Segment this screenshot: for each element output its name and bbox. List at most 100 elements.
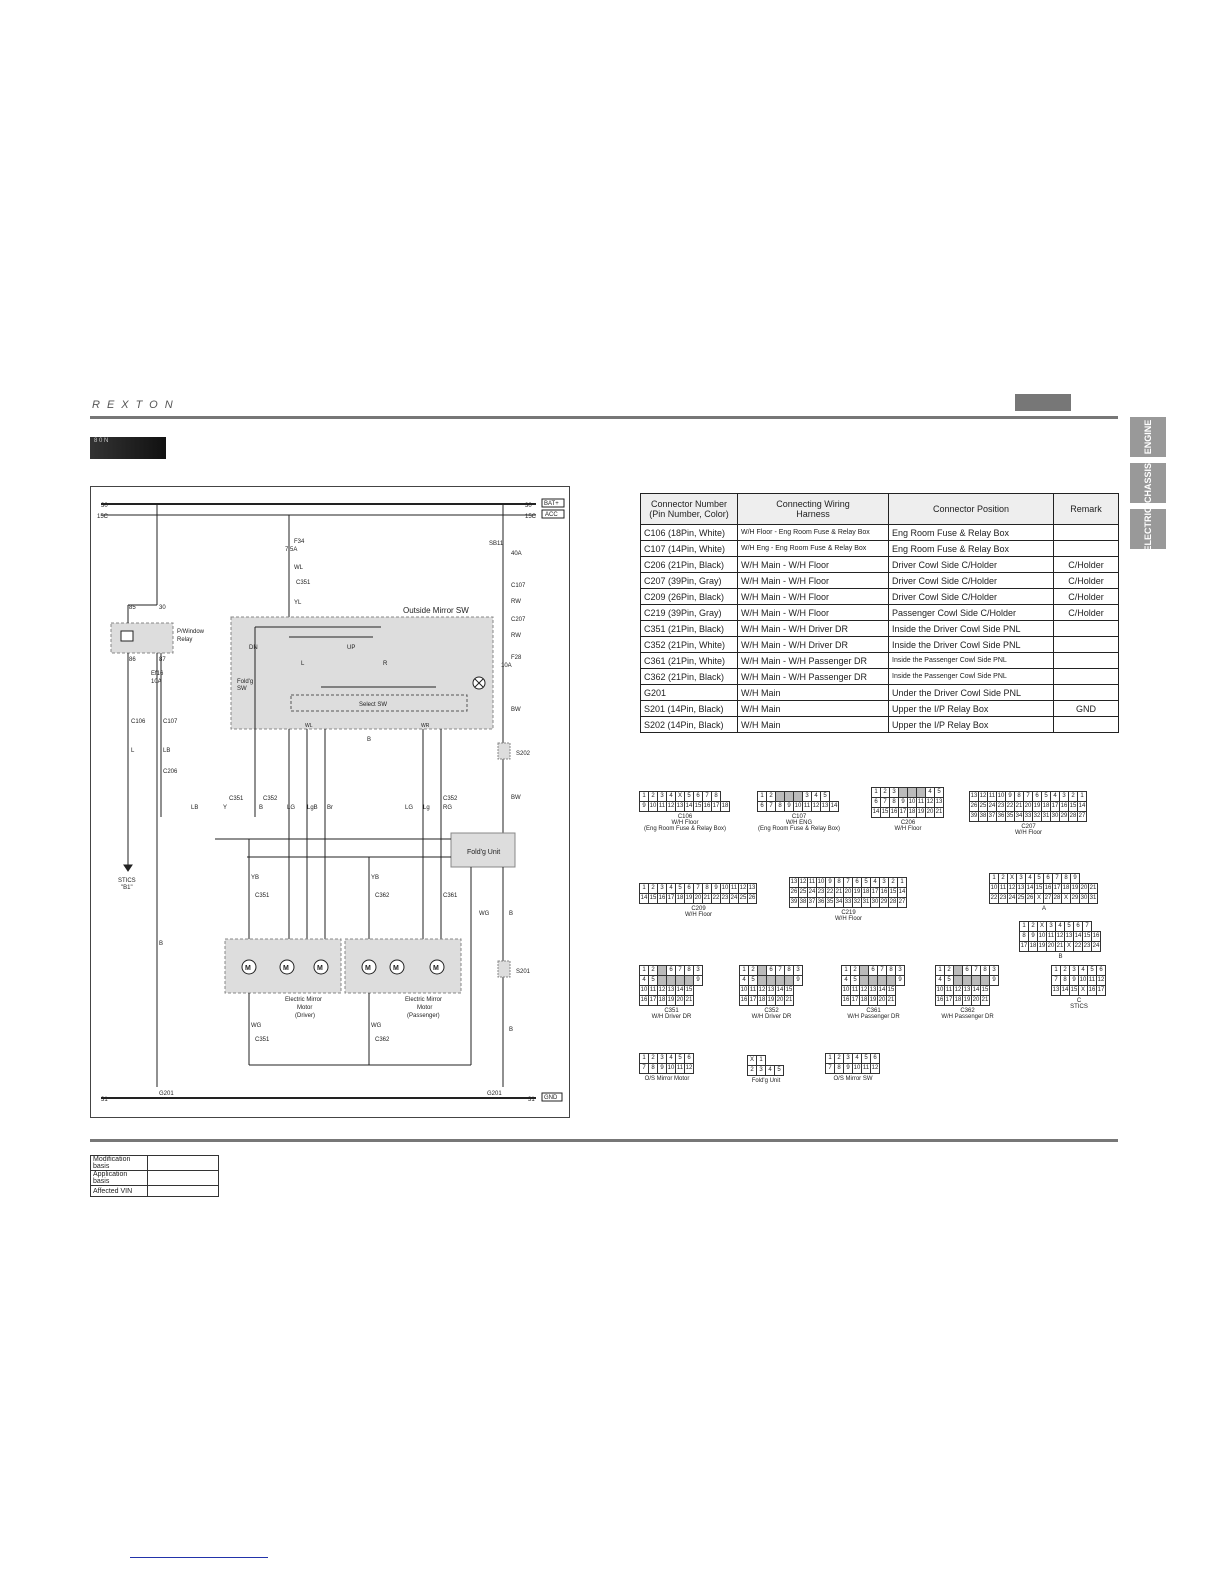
table-cell: Upper the I/P Relay Box	[888, 700, 1054, 717]
table-row: Application basis	[90, 1170, 219, 1186]
label-ef16: Ef16	[151, 671, 164, 677]
label-30-left: 30	[101, 503, 108, 509]
col-harness: Connecting Wiring Harness	[737, 493, 889, 525]
conn-c351-top: C351	[296, 580, 311, 586]
table-cell: Driver Cowl Side C/Holder	[888, 556, 1054, 573]
connector-pin: 14	[829, 801, 839, 812]
select-sw-label: Select SW	[359, 702, 387, 708]
connector-pin: 5	[774, 1065, 784, 1076]
motor-pass-label: Electric Mirror	[405, 997, 442, 1003]
table-cell: W/H Main - W/H Floor	[737, 556, 889, 573]
table-cell: C106 (18Pin, White)	[640, 524, 738, 541]
table-cell: C207 (39Pin, Gray)	[640, 572, 738, 589]
conn-c207: C207	[511, 617, 526, 623]
connector-view-label: C107 W/H ENG (Eng Room Fuse & Relay Box)	[758, 814, 841, 832]
side-tab-chassis[interactable]: CHASSIS	[1130, 463, 1166, 503]
table-row: C362 (21Pin, Black)W/H Main - W/H Passen…	[640, 668, 1119, 685]
wire-b-label-r2: B	[509, 1027, 513, 1033]
table-cell: W/H Main - W/H Floor	[737, 572, 889, 589]
motor-driver-lr	[313, 959, 329, 975]
header-section-box	[1015, 394, 1071, 411]
conn-c352-mid: C352	[263, 796, 278, 802]
bottom-link-underline[interactable]	[130, 1557, 268, 1558]
connector-pin: 24	[1091, 941, 1101, 952]
connector-pin: 9	[895, 975, 905, 986]
connector-pin: 12	[870, 1063, 880, 1074]
table-cell	[1053, 524, 1119, 541]
connector-pin: 17	[1096, 985, 1106, 996]
table-cell	[1053, 636, 1119, 653]
table-row: Affected VIN	[90, 1185, 219, 1197]
col-connector-number: Connector Number (Pin Number, Color)	[640, 493, 738, 525]
foldg-sw-label-2: SW	[237, 686, 247, 692]
conn-c206: C206	[163, 769, 178, 775]
table-cell: W/H Main	[737, 684, 889, 701]
stics-arrow-head	[123, 864, 133, 872]
label-f28: F28	[511, 655, 522, 661]
wire-rw-label-2: RW	[511, 633, 521, 639]
table-cell	[1053, 668, 1119, 685]
app-value	[147, 1170, 219, 1186]
connector-pin: 9	[793, 975, 803, 986]
wire-wg-label-d: WG	[251, 1023, 262, 1029]
wire-yb-label: YB	[251, 875, 259, 881]
connector-pin: 21	[784, 995, 794, 1006]
table-cell: W/H Main	[737, 716, 889, 733]
label-sb11: SB11	[489, 541, 504, 547]
table-cell	[1053, 620, 1119, 637]
table-cell	[1053, 652, 1119, 669]
wire-bw-label: BW	[511, 707, 521, 713]
connector-pin: 9	[989, 975, 999, 986]
wire-rw-label: RW	[511, 599, 521, 605]
conn-c352-right: C352	[443, 796, 458, 802]
connector-view-label: C361 W/H Passenger DR	[847, 1008, 900, 1020]
splice-s201	[497, 960, 511, 978]
connector-view-label: C207 W/H Floor	[1015, 824, 1042, 836]
outside-mirror-switch	[230, 616, 494, 730]
m1: M	[245, 965, 251, 972]
label-g201-left: G201	[159, 1091, 174, 1097]
connector-view-label: O/S Mirror Motor	[644, 1076, 690, 1082]
connector-pin: 21	[886, 995, 896, 1006]
label-relay-2: Relay	[177, 637, 192, 643]
wire-b-label-left: B	[159, 941, 163, 947]
side-tab-electric[interactable]: ELECTRIC	[1130, 507, 1166, 552]
label-31-left: 31	[101, 1097, 108, 1103]
wire-yb-label-2: YB	[371, 875, 379, 881]
label-relay: P/Window	[177, 629, 205, 635]
connector-view-label: Fold'g Unit	[751, 1078, 781, 1084]
connector-view-label: C362 W/H Passenger DR	[941, 1008, 994, 1020]
table-cell: S201 (14Pin, Black)	[640, 700, 738, 717]
table-cell: Inside the Passenger Cowl Side PNL	[888, 668, 1054, 685]
side-tab-engine-label: ENGINE	[1143, 419, 1153, 455]
table-cell: C/Holder	[1053, 556, 1119, 573]
motor-pass-updn	[389, 959, 405, 975]
conn-c106: C106	[131, 719, 146, 725]
table-cell: Passenger Cowl Side C/Holder	[888, 604, 1054, 621]
folding-unit	[450, 832, 516, 868]
connector-pin: 31	[1088, 893, 1098, 904]
relay-pin-85: 85	[129, 605, 136, 611]
connector-view-label: C351 W/H Driver DR	[651, 1008, 692, 1020]
mod-label: Modification basis	[90, 1155, 148, 1171]
table-cell: C361 (21Pin, White)	[640, 652, 738, 669]
side-tab-engine[interactable]: ENGINE	[1130, 417, 1166, 457]
